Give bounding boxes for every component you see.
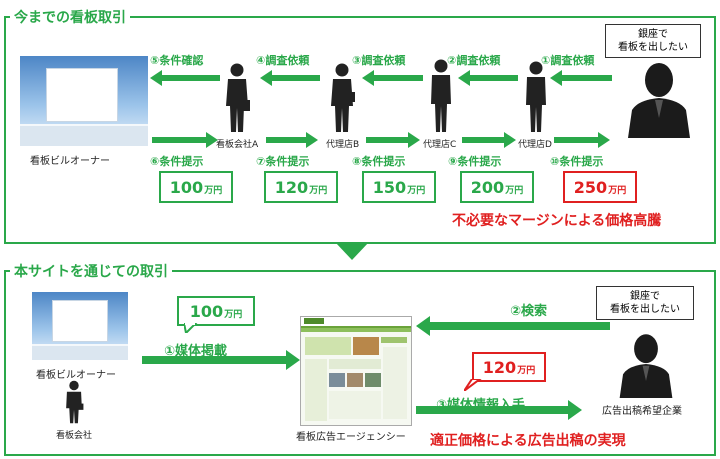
- client-silhouette-icon-top: [628, 63, 690, 138]
- person-icon-agent-c: [431, 59, 451, 132]
- step-label-8: ⑧条件提示: [352, 155, 406, 168]
- price-value: 120: [274, 177, 309, 197]
- info-bubble-tail: [464, 379, 482, 391]
- step-label-9: ⑨条件提示: [448, 155, 502, 168]
- client-speech-bubble-bottom: 銀座で 看板を出したい: [596, 286, 694, 320]
- agent-label-d: 代理店D: [518, 140, 552, 150]
- step-label-10: ⑩条件提示: [550, 155, 604, 168]
- agency-site-thumbnail: [300, 316, 412, 426]
- fair-price-note: 適正価格による広告出稿の実現: [430, 433, 626, 449]
- price-unit: 万円: [407, 185, 426, 196]
- margin-note: 不必要なマージンによる価格高騰: [452, 213, 662, 229]
- sign-company-person-icon: [66, 380, 84, 424]
- bubble-line-2: 看板を出したい: [618, 42, 688, 53]
- post-bubble-tail: [184, 323, 198, 333]
- bubble-line-1: 銀座で: [630, 291, 660, 302]
- price-value: 250: [573, 177, 608, 197]
- price-unit: 万円: [204, 185, 223, 196]
- agent-label-b: 代理店B: [326, 140, 360, 150]
- search-label: ②検索: [510, 304, 548, 319]
- info-label: ③媒体情報入手: [436, 398, 526, 413]
- person-icon-agent-d: [526, 61, 546, 132]
- step-label-1: ①調査依頼: [541, 54, 595, 67]
- bubble-line-2: 看板を出したい: [610, 304, 680, 315]
- step-label-6: ⑥条件提示: [150, 155, 204, 168]
- step-label-7: ⑦条件提示: [256, 155, 310, 168]
- step-label-3: ③調査依頼: [352, 54, 406, 67]
- step-label-5: ⑤条件確認: [150, 54, 204, 67]
- billboard-building-image: [20, 56, 148, 146]
- bottom-arrows: [142, 316, 610, 420]
- person-icon-agent-a: [226, 63, 250, 132]
- price-value: 100: [189, 301, 224, 321]
- agent-label-c: 代理店C: [423, 140, 457, 150]
- price-value: 150: [372, 177, 407, 197]
- step-label-4: ④調査依頼: [256, 54, 310, 67]
- company-label: 看板会社: [56, 431, 93, 441]
- price-unit: 万円: [309, 185, 328, 196]
- price-unit: 万円: [505, 185, 524, 196]
- request-arrows: [150, 70, 612, 148]
- post-label: ①媒体掲載: [164, 344, 228, 359]
- price-value: 100: [169, 177, 204, 197]
- billboard-building-image-bottom: [32, 292, 128, 360]
- client-silhouette-icon-bottom: [619, 334, 673, 398]
- price-value: 120: [482, 357, 517, 377]
- owner-label-bottom: 看板ビルオーナー: [36, 370, 116, 381]
- owner-label-top: 看板ビルオーナー: [30, 156, 110, 167]
- price-unit: 万円: [517, 365, 536, 376]
- step-label-2: ②調査依頼: [447, 54, 501, 67]
- price-unit: 万円: [608, 185, 627, 196]
- agent-label-a: 看板会社A: [216, 140, 259, 150]
- client-label-bottom: 広告出稿希望企業: [602, 406, 682, 417]
- price-unit: 万円: [224, 309, 243, 320]
- bubble-line-1: 銀座で: [638, 29, 668, 40]
- person-icon-agent-b: [331, 63, 355, 132]
- panel-title-site: 本サイトを通じての取引: [10, 261, 172, 281]
- client-speech-bubble-top: 銀座で 看板を出したい: [605, 24, 701, 58]
- agency-label: 看板広告エージェンシー: [296, 432, 406, 443]
- panel-title-current: 今までの看板取引: [10, 7, 130, 27]
- price-value: 200: [470, 177, 505, 197]
- down-arrow-icon: [335, 242, 369, 260]
